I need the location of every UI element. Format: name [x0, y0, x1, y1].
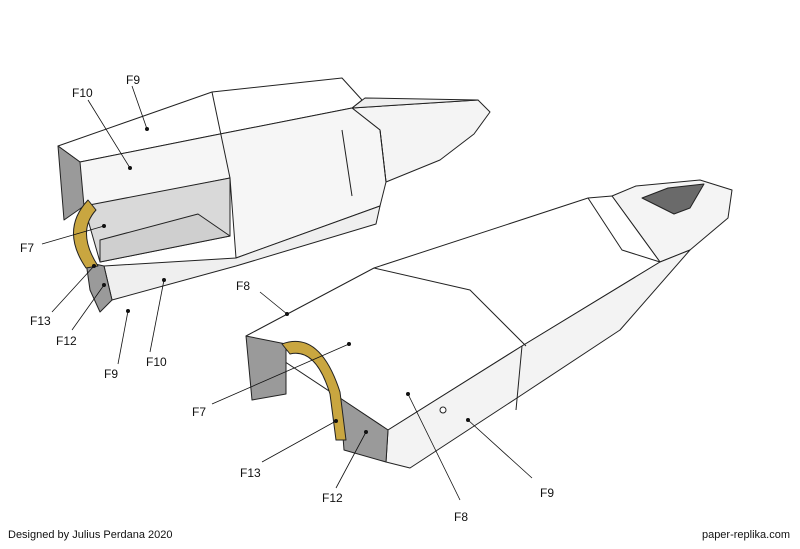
- label-bot-f8: F8: [236, 279, 250, 293]
- upper-panel-line-1: [211, 91, 231, 179]
- label-top-f9: F9: [126, 73, 140, 87]
- lower-panel-line-3: [587, 197, 661, 263]
- lower-side-panel: [385, 249, 691, 469]
- upper-panel-line-3: [379, 129, 387, 183]
- label-bot-f13: F13: [240, 466, 261, 480]
- lower-panel-line-2: [515, 345, 523, 411]
- leader-lines: [41, 85, 533, 501]
- label-top-f10b: F10: [146, 355, 167, 369]
- upper-panel-line-2: [341, 129, 353, 197]
- part-labels: F10 F9 F7 F13 F12 F9 F10 F8 F7 F13 F12 F…: [20, 73, 554, 524]
- lower-end-top: [245, 335, 287, 401]
- label-bot-f7: F7: [192, 405, 206, 419]
- lower-panel-line-1: [373, 267, 527, 347]
- upper-part: [57, 77, 491, 313]
- label-top-f9b: F9: [104, 367, 118, 381]
- website-label: paper-replika.com: [701, 529, 790, 541]
- designer-credit: Designed by Julius Perdana 2020: [8, 529, 173, 541]
- lower-nose-opening: [641, 183, 705, 215]
- upper-end-bottom: [85, 261, 113, 313]
- label-top-f10: F10: [72, 86, 93, 100]
- upper-gold-arch: [73, 199, 99, 269]
- lower-gold-arch: [281, 340, 347, 441]
- label-top-f7: F7: [20, 241, 34, 255]
- label-top-f13: F13: [30, 314, 51, 328]
- lower-hole: [439, 406, 447, 414]
- label-top-f12: F12: [56, 334, 77, 348]
- label-bot-f8b: F8: [454, 510, 468, 524]
- lower-part: [245, 179, 733, 469]
- upper-recess-floor: [99, 213, 231, 263]
- label-bot-f9: F9: [540, 486, 554, 500]
- label-bot-f12: F12: [322, 491, 343, 505]
